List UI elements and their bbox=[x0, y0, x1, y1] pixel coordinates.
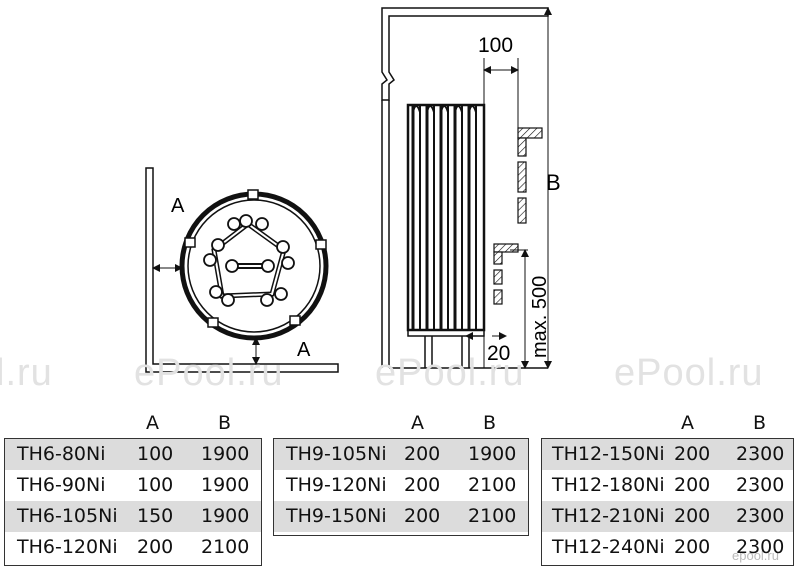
model-cell: TH12-240Ni bbox=[552, 536, 665, 558]
watermark-corner: epool.ru bbox=[732, 548, 779, 563]
label-dim-max500: max. 500 bbox=[529, 276, 551, 358]
upper-wall-bracket bbox=[517, 127, 543, 224]
side-wall bbox=[381, 7, 549, 101]
model-cell: TH6-90Ni bbox=[17, 474, 106, 496]
column-header-a: A bbox=[146, 412, 159, 434]
table-row: TH12-180Ni 200 2300 bbox=[542, 470, 793, 501]
table-row: TH6-90Ni 100 1900 bbox=[5, 470, 261, 501]
heater-installation-diagram: A A bbox=[145, 7, 561, 373]
b-cell: 2300 bbox=[736, 474, 785, 496]
model-cell: TH9-105Ni bbox=[286, 443, 387, 465]
corner-wall bbox=[145, 167, 339, 373]
table-th6: A B TH6-80Ni 100 1900 TH6-90Ni 100 1900 … bbox=[4, 410, 262, 570]
b-cell: 2300 bbox=[736, 505, 785, 527]
column-header-a: A bbox=[681, 412, 694, 434]
table-row: TH6-105Ni 150 1900 bbox=[5, 501, 261, 532]
b-cell: 1900 bbox=[201, 474, 250, 496]
watermark-text-3: ePool.ru bbox=[375, 352, 525, 394]
table-row: TH9-120Ni 200 2100 bbox=[274, 470, 528, 501]
column-header-b: B bbox=[753, 412, 767, 434]
model-cell: TH12-150Ni bbox=[552, 443, 665, 465]
b-cell: 1900 bbox=[201, 505, 250, 527]
watermark-text-1: l.ru bbox=[0, 352, 53, 394]
b-cell: 2100 bbox=[201, 536, 250, 558]
side-view: 100 B max. 500 20 bbox=[381, 7, 561, 369]
table-row: TH12-210Ni 200 2300 bbox=[542, 501, 793, 532]
lower-wall-bracket bbox=[493, 243, 519, 305]
b-cell: 2300 bbox=[736, 536, 785, 558]
table-th9: A B TH9-105Ni 200 1900 TH9-120Ni 200 210… bbox=[273, 410, 529, 540]
a-cell: 200 bbox=[404, 505, 441, 527]
b-cell: 2100 bbox=[468, 505, 517, 527]
model-cell: TH6-80Ni bbox=[17, 443, 106, 465]
watermark-text-2: ePool.ru bbox=[134, 352, 284, 394]
heater-body bbox=[406, 103, 486, 368]
top-view: A A bbox=[145, 167, 339, 373]
b-cell: 1900 bbox=[468, 443, 517, 465]
model-cell: TH12-180Ni bbox=[552, 474, 665, 496]
b-cell: 2300 bbox=[736, 443, 785, 465]
label-dim-20: 20 bbox=[487, 342, 510, 365]
a-cell: 200 bbox=[404, 443, 441, 465]
model-cell: TH12-210Ni bbox=[552, 505, 665, 527]
a-cell: 200 bbox=[674, 443, 711, 465]
label-dim-b: B bbox=[546, 170, 561, 195]
table-row: TH12-240Ni 200 2300 bbox=[542, 532, 793, 563]
b-cell: 2100 bbox=[468, 474, 517, 496]
table-row: TH9-105Ni 200 1900 bbox=[274, 439, 528, 470]
table-th12: A B TH12-150Ni 200 2300 TH12-180Ni 200 2… bbox=[541, 410, 794, 570]
heating-elements-pentagon bbox=[203, 214, 295, 307]
b-cell: 1900 bbox=[201, 443, 250, 465]
table-row: TH12-150Ni 200 2300 bbox=[542, 439, 793, 470]
model-cell: TH6-120Ni bbox=[17, 536, 118, 558]
table-row: TH6-80Ni 100 1900 bbox=[5, 439, 261, 470]
model-cell: TH9-150Ni bbox=[286, 505, 387, 527]
a-cell: 100 bbox=[137, 474, 174, 496]
table-row: TH9-150Ni 200 2100 bbox=[274, 501, 528, 532]
a-cell: 200 bbox=[674, 536, 711, 558]
table-body: TH6-80Ni 100 1900 TH6-90Ni 100 1900 TH6-… bbox=[4, 438, 262, 566]
a-cell: 200 bbox=[404, 474, 441, 496]
label-a-top: A bbox=[171, 195, 185, 217]
column-header-b: B bbox=[218, 412, 232, 434]
model-cell: TH9-120Ni bbox=[286, 474, 387, 496]
watermark-text-4: ePool.ru bbox=[614, 352, 764, 394]
table-body: TH9-105Ni 200 1900 TH9-120Ni 200 2100 TH… bbox=[273, 438, 529, 536]
label-dim-100: 100 bbox=[478, 34, 513, 57]
a-cell: 150 bbox=[137, 505, 174, 527]
a-cell: 100 bbox=[137, 443, 174, 465]
a-cell: 200 bbox=[674, 474, 711, 496]
label-a-bottom: A bbox=[297, 339, 311, 361]
column-header-b: B bbox=[483, 412, 497, 434]
table-body: TH12-150Ni 200 2300 TH12-180Ni 200 2300 … bbox=[541, 438, 794, 566]
a-cell: 200 bbox=[137, 536, 174, 558]
table-row: TH6-120Ni 200 2100 bbox=[5, 532, 261, 563]
a-cell: 200 bbox=[674, 505, 711, 527]
ring-clips bbox=[184, 189, 327, 328]
column-header-a: A bbox=[411, 412, 424, 434]
model-cell: TH6-105Ni bbox=[17, 505, 118, 527]
